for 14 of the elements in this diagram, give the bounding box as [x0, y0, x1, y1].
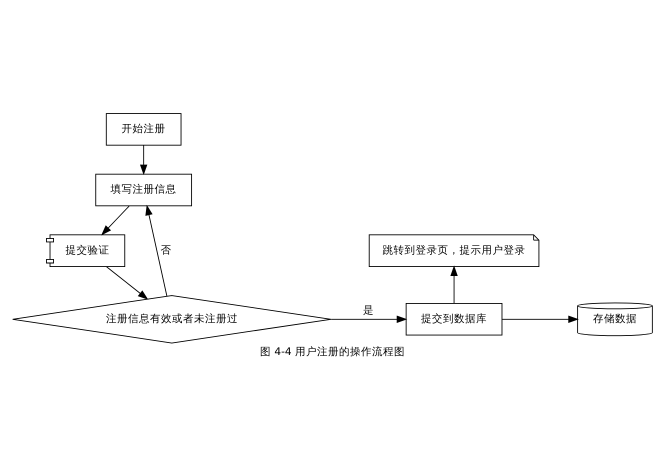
node-box: 开始注册: [106, 113, 182, 146]
node-diamond: 注册信息有效或者未注册过: [12, 295, 332, 344]
arrow: [106, 266, 148, 300]
edge-label: 是: [363, 304, 374, 317]
arrow: [502, 316, 579, 323]
node-box: 填写注册信息: [95, 174, 192, 206]
edge-label: 否: [160, 244, 172, 256]
arrow: [101, 206, 130, 236]
caption: 图 4-4 用户注册的操作流程图: [260, 346, 405, 358]
arrow: [450, 265, 458, 304]
arrow: [145, 204, 168, 297]
arrow: [330, 316, 408, 323]
node-box: 提交到数据库: [406, 303, 502, 336]
arrow: [140, 144, 148, 176]
